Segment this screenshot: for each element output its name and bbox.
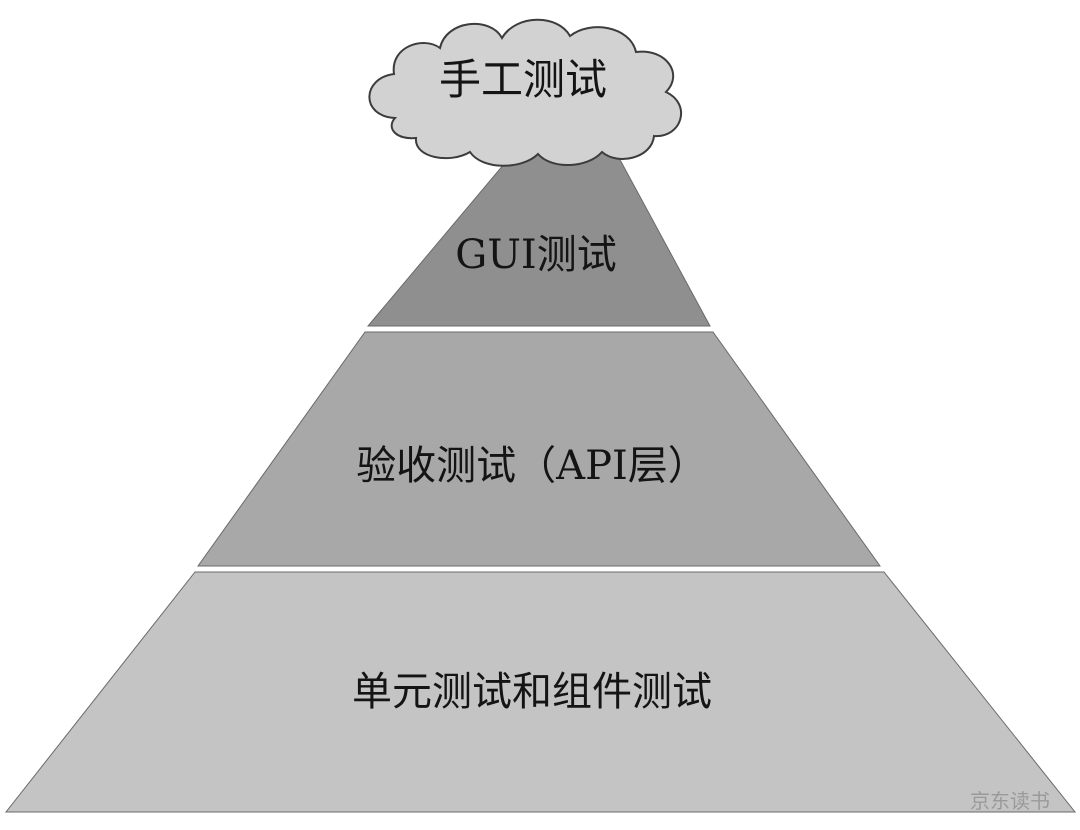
- pyramid-tier-unit: [4, 571, 1077, 813]
- tier-label-gui: GUI测试: [455, 232, 616, 278]
- manual-testing-cloud: 手工测试: [368, 18, 683, 167]
- watermark-text: 京东读书: [970, 789, 1050, 813]
- tier-label-unit: 单元测试和组件测试: [352, 669, 712, 715]
- cloud-label: 手工测试: [439, 55, 607, 104]
- tier-label-acceptance: 验收测试（API层）: [356, 443, 708, 489]
- pyramid-tier-acceptance: [197, 331, 881, 567]
